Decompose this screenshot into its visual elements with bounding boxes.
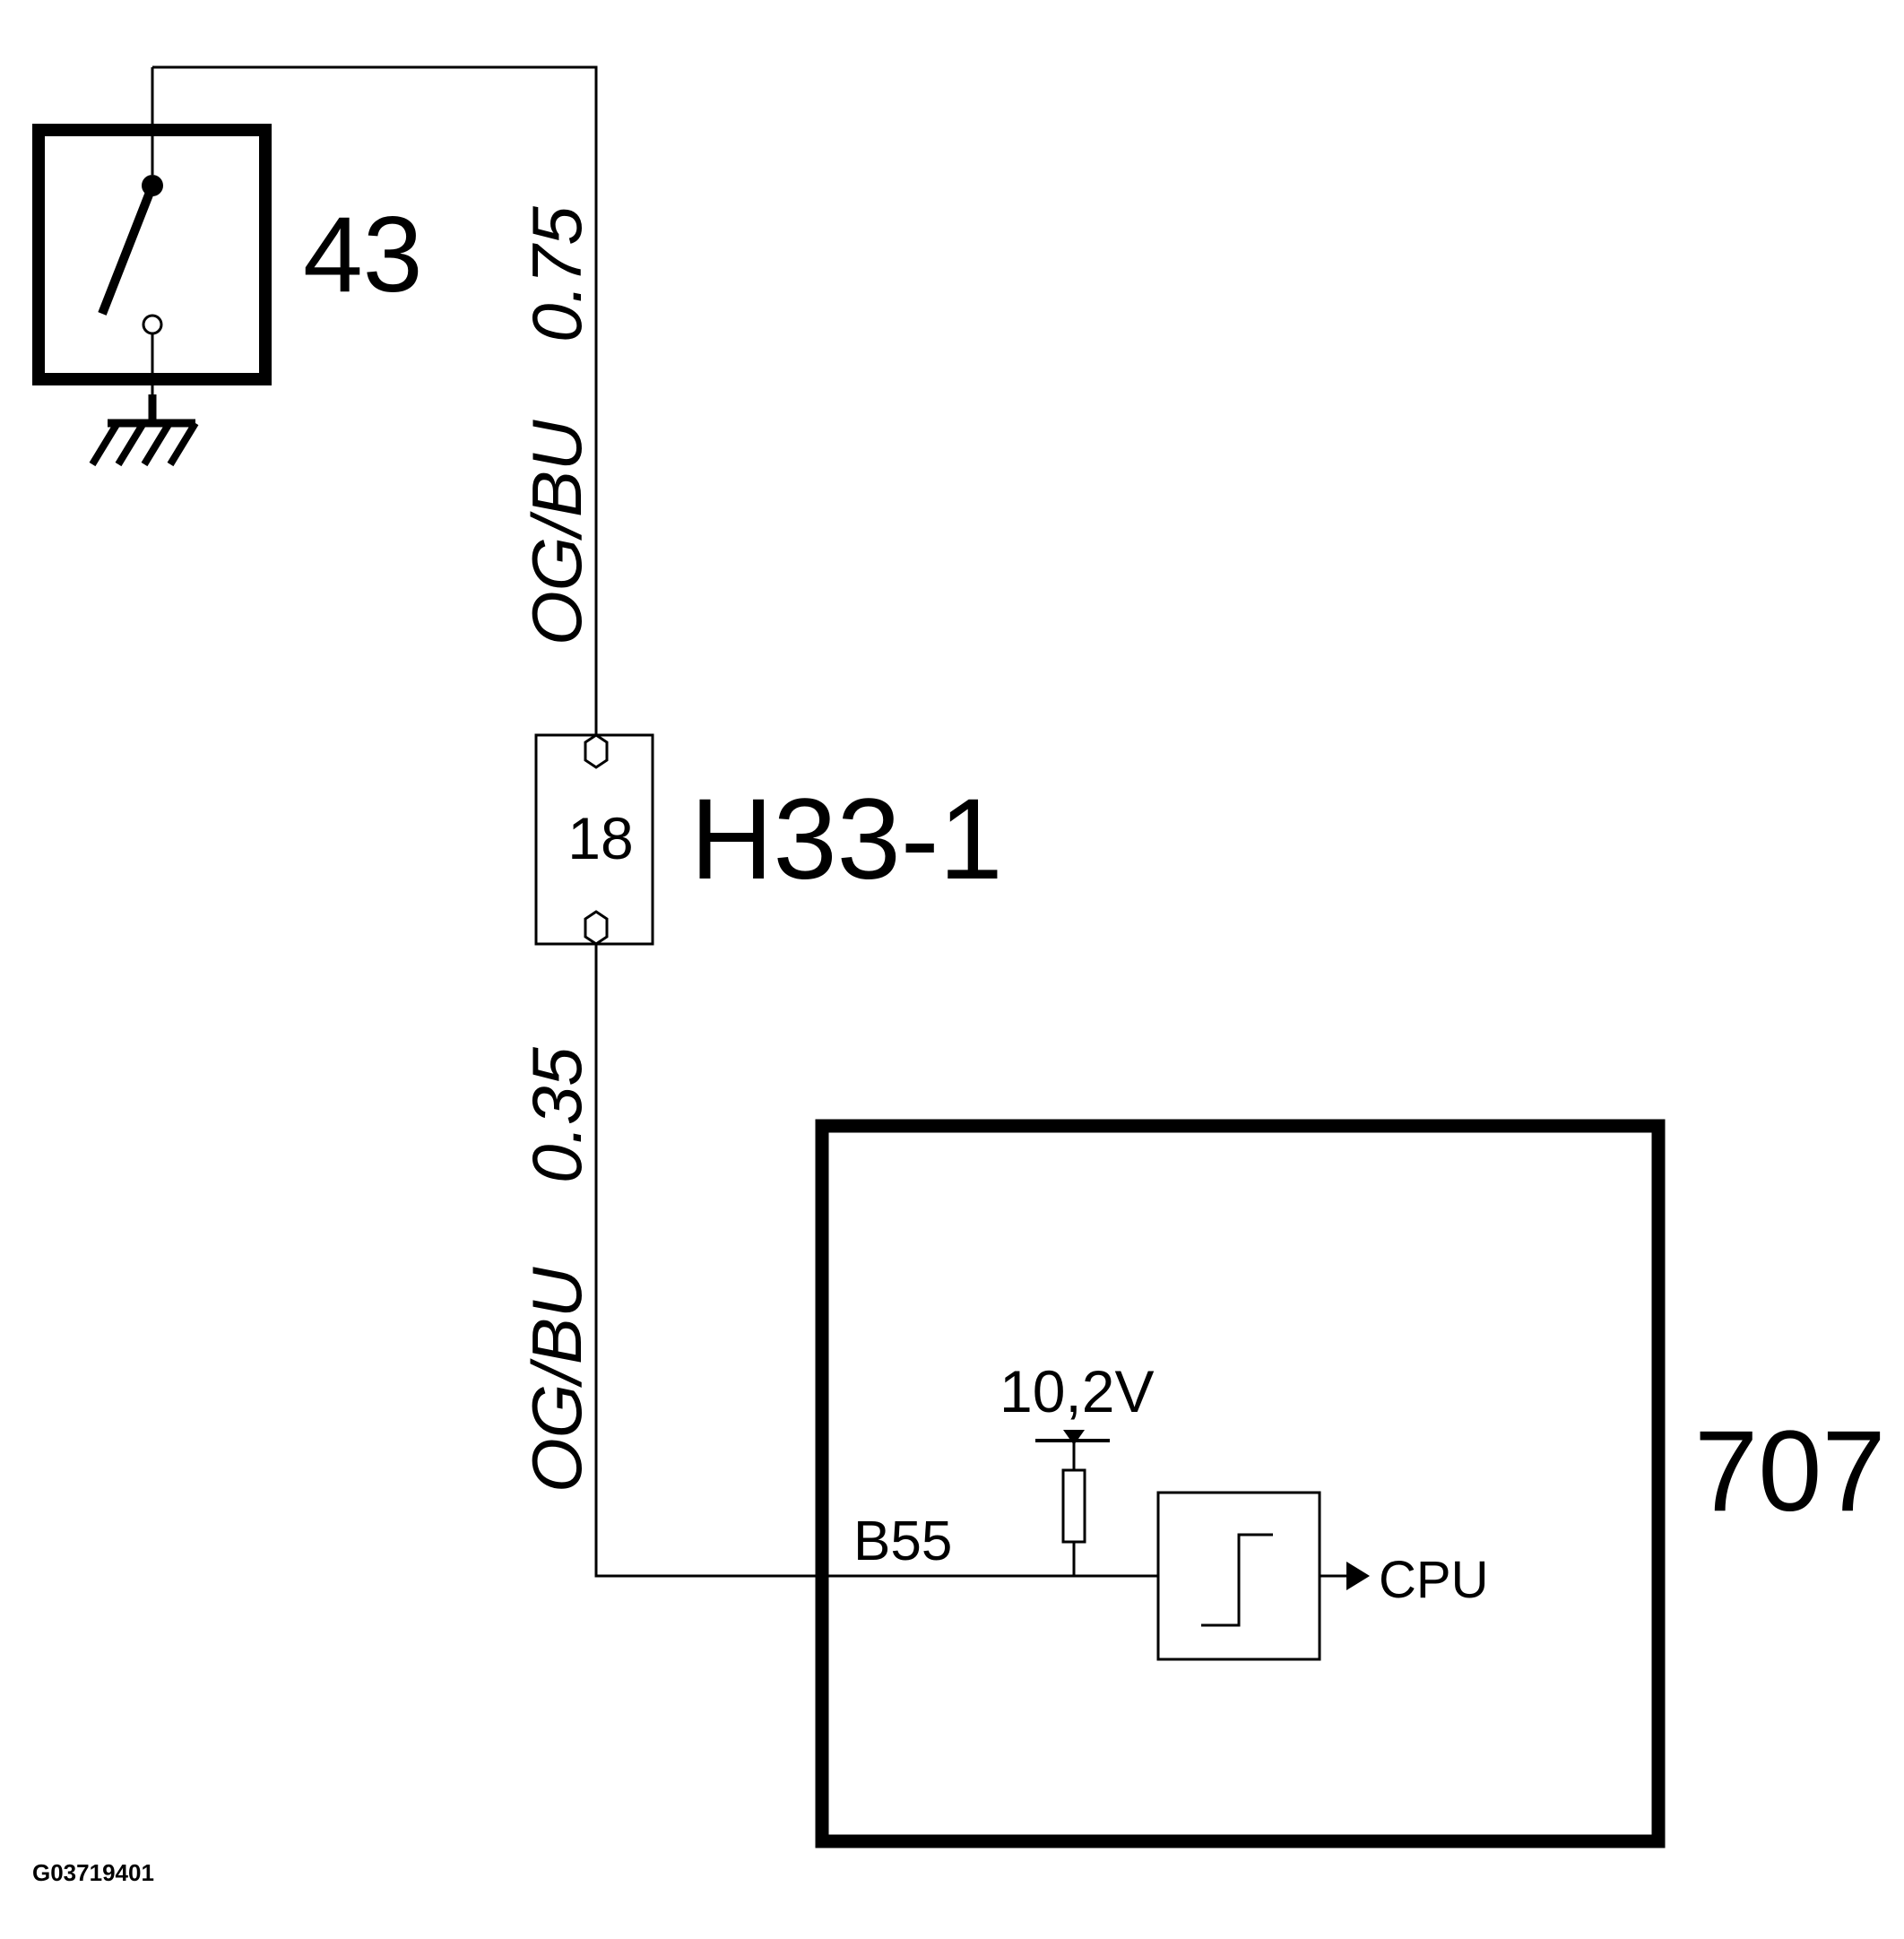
connector-pin-top-icon [584,733,609,769]
switch-id-label: 43 [303,195,422,315]
module-pin-label: B55 [853,1511,952,1572]
supply-voltage-label: 10,2V [1000,1358,1154,1424]
switch-component: 43 [32,67,422,467]
cpu-arrow-icon [1320,1562,1370,1590]
upper-wire-color-label: OG/BU [517,420,596,645]
pull-up-resistor-icon [1035,1430,1110,1576]
upper-wire: 0.75 OG/BU [152,65,598,735]
lower-wire: 0.35 OG/BU [517,944,1080,1578]
ground-icon [89,394,199,467]
connector-pin-label: 18 [567,805,633,871]
connector-pin-bottom-icon [584,910,609,946]
lower-wire-size-label: 0.35 [517,1047,596,1183]
figure-id-label: G03719401 [32,1859,154,1886]
switch-icon [98,67,163,399]
lower-wire-color-label: OG/BU [517,1267,596,1493]
connector-id-label: H33-1 [690,775,1003,904]
connector-component: 18 H33-1 [534,733,1003,946]
upper-wire-size-label: 0.75 [517,206,596,342]
module-component: B55 10,2V CPU 707 [815,1119,1886,1848]
schmitt-trigger-icon [1156,1491,1321,1661]
module-id-label: 707 [1694,1407,1886,1536]
module-box [815,1119,1666,1848]
cpu-output-label: CPU [1379,1551,1488,1609]
